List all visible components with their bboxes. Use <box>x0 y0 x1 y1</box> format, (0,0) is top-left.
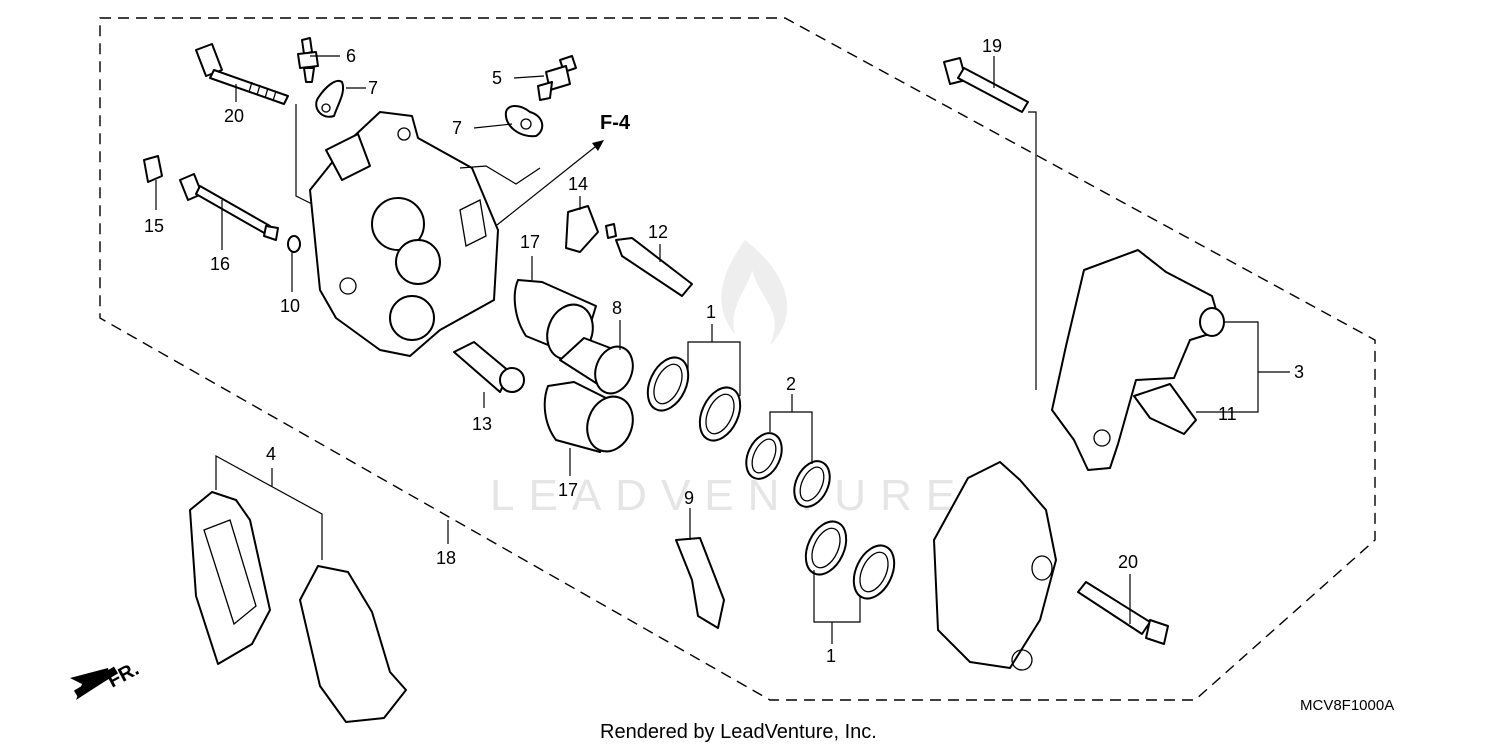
callout-12: 12 <box>648 222 668 242</box>
callout-1-lower: 1 <box>826 646 836 666</box>
bolt-20-lower <box>1077 581 1169 645</box>
seal-1-lower-b <box>852 544 896 600</box>
callout-15: 15 <box>144 216 164 236</box>
callout-20-upper: 20 <box>224 106 244 126</box>
bleeder-cap-7-lower <box>504 105 544 138</box>
callout-17-upper: 17 <box>520 232 540 252</box>
caliper-body <box>309 111 499 357</box>
bleeder-cap-7-upper <box>315 80 344 118</box>
callout-19: 19 <box>982 36 1002 56</box>
callout-10: 10 <box>280 296 300 316</box>
callout-2: 2 <box>786 374 796 394</box>
bleeder-screw-5 <box>537 55 577 101</box>
callout-20-lower: 20 <box>1118 552 1138 572</box>
callout-3: 3 <box>1294 362 1304 382</box>
caliper-bracket-3 <box>1051 249 1225 471</box>
pin-cap-15 <box>143 155 163 183</box>
reference-label-f4: F-4 <box>600 112 631 134</box>
bleeder-screw-6 <box>297 37 319 83</box>
seal-2-b <box>793 460 831 508</box>
assembly-boundary-dashed <box>99 17 1376 701</box>
watermark: LEADVENTURE <box>490 240 969 520</box>
oil-bolt-13 <box>453 341 525 393</box>
callout-14: 14 <box>568 174 588 194</box>
pin-12 <box>605 223 693 297</box>
footer-credit: Rendered by LeadVenture, Inc. <box>600 721 877 743</box>
seal-1-upper-a <box>646 356 690 412</box>
callout-7-upper: 7 <box>368 78 378 98</box>
seal-1-upper-b <box>698 386 742 442</box>
seal-2-a <box>745 432 783 480</box>
slide-pin-16 <box>179 173 279 241</box>
callout-18: 18 <box>436 548 456 568</box>
caliper-half-right <box>933 461 1057 671</box>
callout-11: 11 <box>1218 404 1237 424</box>
reference-arrow-f4: F-4 <box>496 112 631 226</box>
seal-1-lower-a <box>804 520 848 576</box>
callout-8: 8 <box>612 298 622 318</box>
washer-10 <box>287 235 301 253</box>
brake-pad-4-front <box>299 565 407 723</box>
piston-17-lower <box>543 381 634 453</box>
diagram-code: MCV8F1000A <box>1300 697 1394 714</box>
pad-spring-9 <box>675 537 725 629</box>
leader-lines <box>155 55 1290 644</box>
brake-pad-4-rear <box>189 491 271 665</box>
callout-4: 4 <box>266 444 276 464</box>
front-label: FR. <box>104 658 143 693</box>
front-direction-arrow: FR. <box>70 658 143 700</box>
callout-13: 13 <box>472 414 492 434</box>
callout-1-upper: 1 <box>706 302 716 322</box>
callout-5: 5 <box>492 68 502 88</box>
callout-17-lower: 17 <box>558 480 578 500</box>
callout-labels: 6 7 5 7 20 15 16 10 14 12 17 8 13 17 1 2… <box>144 36 1304 666</box>
callout-16: 16 <box>210 254 230 274</box>
callout-9: 9 <box>684 488 694 508</box>
boot-14 <box>565 205 599 253</box>
callout-6: 6 <box>346 46 356 66</box>
pad-retainer-11 <box>1133 383 1197 435</box>
bolt-20-upper <box>195 43 289 105</box>
callout-7-lower: 7 <box>452 118 462 138</box>
bolt-19 <box>943 57 1029 113</box>
piston-8 <box>559 337 634 395</box>
watermark-text: LEADVENTURE <box>490 471 969 520</box>
